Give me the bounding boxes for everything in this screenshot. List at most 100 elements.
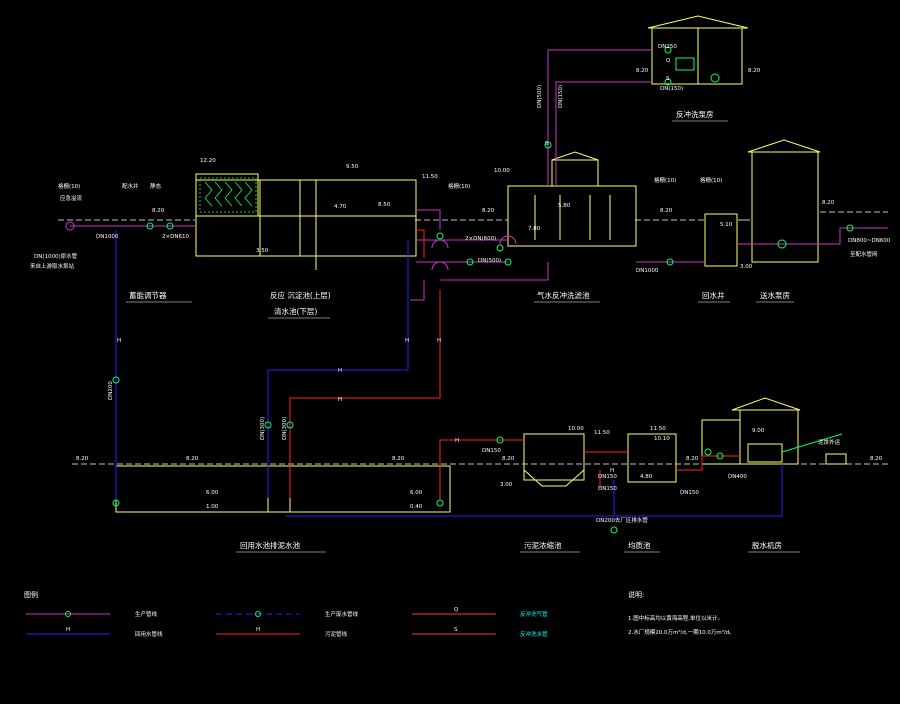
elevation: 6.00	[410, 490, 423, 496]
line-mark: H	[405, 338, 409, 344]
label-underlines	[126, 120, 800, 553]
legend-mark-q: Q	[454, 607, 459, 613]
line-marks: H H H H H H H S Q S	[117, 58, 671, 474]
pump-icon	[710, 73, 720, 83]
balance-tank	[627, 433, 677, 483]
elevation: 12.20	[200, 158, 216, 164]
small-label: 应急溢流	[60, 194, 83, 202]
small-label: 格栅(10)	[700, 176, 722, 184]
pipe-label: 至配水管网	[850, 250, 878, 258]
line-mark: H	[338, 368, 342, 374]
elevation: 3.00	[740, 264, 753, 270]
pipe-label: DN(500)	[478, 258, 501, 264]
pipe-label: DN1000	[96, 234, 119, 240]
legend-item-air: 反冲洗气管	[520, 610, 548, 618]
valve-icon	[496, 244, 504, 252]
pipe-label: DN150	[680, 490, 699, 496]
legend-item-water: 反冲洗水管	[520, 630, 548, 638]
note-line: 1.图中标高均以黄海高程,单位以米计。	[628, 614, 723, 622]
valve-icon	[112, 499, 120, 507]
legend-mark-h2: H	[256, 627, 260, 633]
elevation: 8.20	[822, 200, 835, 206]
elevation: 6.00	[206, 490, 219, 496]
valve-icon	[166, 222, 174, 230]
elevation: 8.20	[636, 68, 649, 74]
pipe-label: DN150	[482, 448, 501, 454]
valve-icon	[264, 421, 272, 429]
unit-labels: 蓄能调节器 反应 沉淀池(上层) 清水池(下层) 气水反冲洗滤池 反冲洗泵房 回…	[129, 109, 790, 550]
valve-icon	[544, 141, 552, 149]
filter-label: 气水反冲洗滤池	[537, 290, 590, 300]
clear-tank-label: 清水池(下层)	[274, 306, 317, 316]
elevations: 8.20 12.20 9.50 11.50 4.70 8.50 3.50 8.2…	[76, 68, 883, 510]
inlet-icon	[65, 221, 75, 231]
blower-icon	[675, 57, 695, 71]
elevation: 8.20	[76, 456, 89, 462]
elevation: 10.10	[654, 436, 670, 442]
pump-house-roof	[647, 15, 749, 29]
small-label: 配水井	[122, 182, 139, 190]
pipe-label: DN(150)	[660, 86, 683, 92]
line-mark: H	[338, 397, 342, 403]
valve-icon	[666, 258, 674, 266]
elevation: 0.40	[410, 504, 423, 510]
legend: 图例 生产管线 生产废水管线 Q 反冲洗气管 H 回用水管线 H 污泥管线 S …	[24, 590, 548, 638]
distribution-pump-house	[751, 151, 819, 263]
clear-well	[704, 213, 738, 267]
elevation: 9.50	[346, 164, 359, 170]
elevation: 1.00	[206, 504, 219, 510]
valve-icon	[286, 421, 294, 429]
pipe-label: DN1000	[636, 268, 659, 274]
balance-label: 均质池	[628, 540, 651, 550]
pump-house-label: 反冲洗泵房	[676, 109, 714, 119]
elevation: 10.00	[494, 168, 510, 174]
pipe-label: DN(150)	[558, 85, 564, 108]
pipe-crossings	[431, 235, 517, 271]
line-mark: H	[117, 338, 121, 344]
elevation: 11.50	[422, 174, 438, 180]
valve-icon	[610, 526, 618, 534]
dewatering-roof	[731, 397, 801, 411]
thickener-label: 污泥浓缩池	[524, 540, 562, 550]
elevation: 8.50	[378, 202, 391, 208]
legend-item-reuse: 回用水管线	[135, 630, 163, 638]
elevation: 5.10	[720, 222, 733, 228]
valve-icon	[846, 224, 854, 232]
recycle-pool	[115, 465, 451, 513]
pipe-label: DN800~DN600	[848, 238, 891, 244]
valve-icon	[436, 499, 444, 507]
pump-house-roof-2	[747, 139, 821, 153]
pipe-label: DN150	[598, 486, 617, 492]
pipe-label: DN(300)	[260, 417, 266, 440]
pipe-label: DN250	[658, 44, 677, 50]
small-label: 静态	[150, 182, 162, 190]
legend-item-waste: 生产废水管线	[325, 610, 359, 618]
notes-title: 说明:	[628, 590, 644, 599]
pump-icon	[777, 239, 787, 249]
valve-icon	[704, 448, 712, 456]
legend-item-production: 生产管线	[135, 610, 158, 618]
line-mark: H	[437, 338, 441, 344]
elevation: 9.00	[752, 428, 765, 434]
valve-icon	[146, 222, 154, 230]
elevation: 8.20	[502, 456, 515, 462]
pipe-label: DN200去厂区排水管	[596, 516, 648, 524]
line-mark: S	[545, 141, 549, 147]
elevation: 8.20	[748, 68, 761, 74]
elevation: 8.20	[660, 208, 673, 214]
line-mark: H	[455, 438, 459, 444]
recycle-pool-label: 回用水池排泥水池	[240, 540, 300, 550]
reaction-tank	[195, 179, 417, 257]
sludge-conveyor	[781, 433, 843, 453]
elevation: 8.20	[392, 456, 405, 462]
valve-icon	[466, 258, 474, 266]
elevation: 4.80	[640, 474, 653, 480]
elevation: 8.20	[870, 456, 883, 462]
elevation: 11.50	[650, 426, 666, 432]
reuse-pipes	[115, 230, 783, 517]
dewatering-house	[739, 409, 799, 465]
valve-icon	[436, 232, 444, 240]
distribution-label: 送水泵房	[760, 290, 790, 300]
